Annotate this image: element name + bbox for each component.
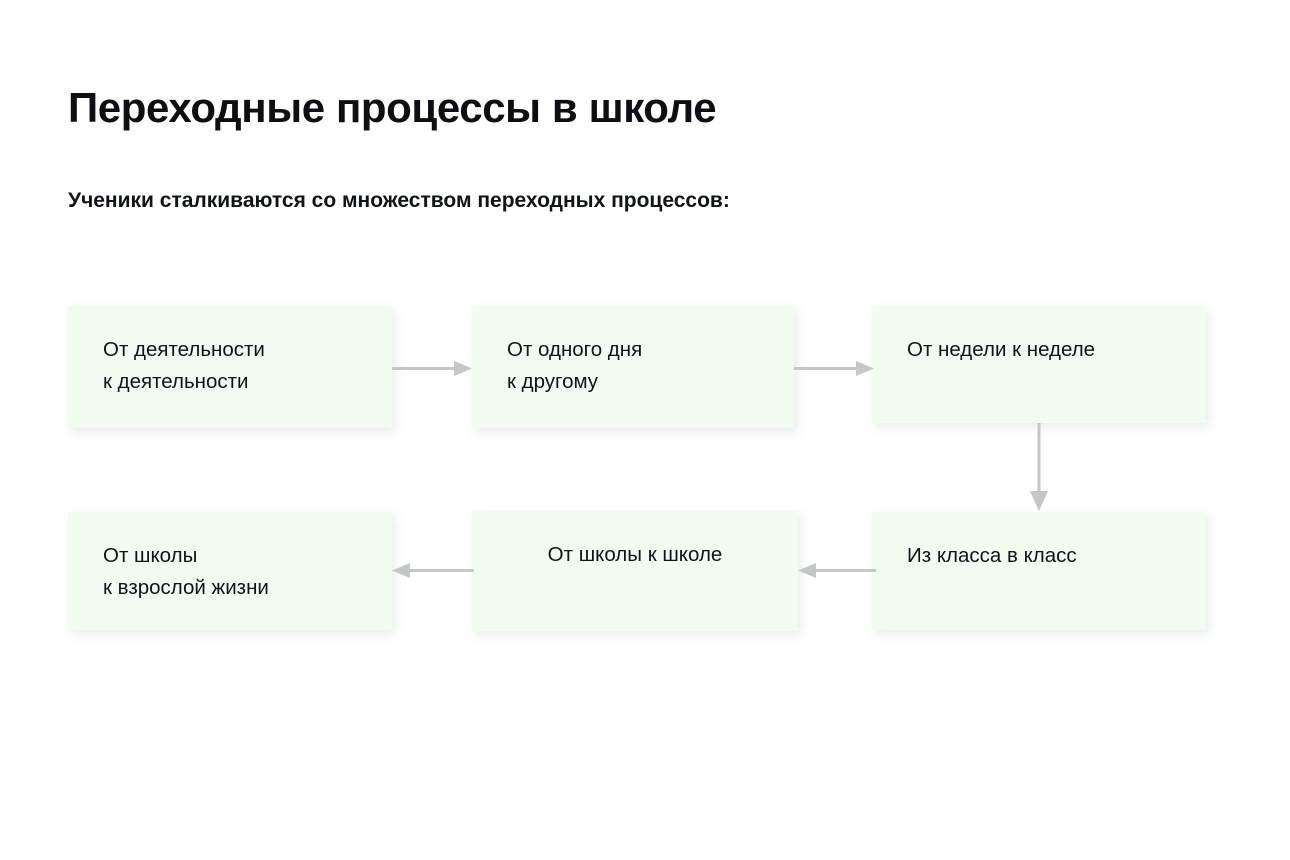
flow-box-class-to-class[interactable]: Из класса в класс xyxy=(872,512,1206,630)
arrow-left-icon xyxy=(798,560,876,582)
page-subtitle: Ученики сталкиваются со множеством перех… xyxy=(68,189,730,212)
flow-box-label: От школы к школе xyxy=(547,543,723,566)
flow-box-label: От деятельности к деятельности xyxy=(103,338,265,393)
arrow-down-icon xyxy=(1026,423,1052,511)
flow-box-label: От одного дня к другому xyxy=(507,338,643,393)
flow-box-week-to-week[interactable]: От недели к неделе xyxy=(872,306,1206,423)
page-title: Переходные процессы в школе xyxy=(68,84,717,132)
arrow-right-icon xyxy=(392,358,472,380)
flow-box-label: Из класса в класс xyxy=(907,544,1077,567)
flow-box-school-to-school[interactable]: От школы к школе xyxy=(472,511,798,631)
arrow-left-icon xyxy=(392,560,474,582)
flow-box-school-to-adult-life[interactable]: От школы к взрослой жизни xyxy=(68,512,392,630)
flow-box-activity-to-activity[interactable]: От деятельности к деятельности xyxy=(68,306,392,428)
flow-box-label: От школы к взрослой жизни xyxy=(103,544,269,599)
flow-box-label: От недели к неделе xyxy=(907,338,1096,361)
arrow-right-icon xyxy=(794,358,874,380)
flow-box-day-to-day[interactable]: От одного дня к другому xyxy=(472,306,794,428)
